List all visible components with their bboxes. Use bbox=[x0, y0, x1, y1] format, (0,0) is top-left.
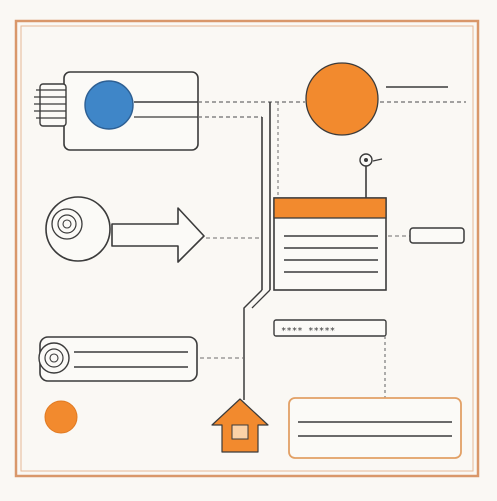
speaker-icon bbox=[38, 342, 70, 374]
text-panel-box bbox=[288, 397, 462, 459]
blue-indicator bbox=[84, 80, 134, 130]
label-field-box bbox=[273, 319, 387, 337]
bus-bend-2 bbox=[251, 289, 271, 309]
text-panel bbox=[288, 397, 462, 459]
arrow-right-icon bbox=[111, 207, 205, 263]
window-side-bar bbox=[409, 227, 465, 244]
speaker-module bbox=[38, 336, 198, 382]
orange-dot bbox=[44, 400, 78, 434]
knob-icon bbox=[45, 196, 111, 262]
outer-frame-inner bbox=[20, 25, 474, 472]
orange-circle bbox=[305, 62, 379, 136]
label-field-text: ∗∗∗∗ ∗∗∗∗∗ bbox=[281, 325, 335, 335]
pin-icon bbox=[359, 153, 383, 198]
house-icon bbox=[211, 398, 269, 453]
window-icon bbox=[273, 197, 387, 291]
bus-bend bbox=[243, 289, 263, 400]
outer-frame bbox=[14, 19, 480, 478]
knob-module bbox=[45, 196, 205, 263]
gear-module bbox=[34, 71, 199, 151]
gear-icon bbox=[34, 83, 67, 127]
window-titlebar bbox=[273, 197, 387, 219]
orange-node bbox=[305, 62, 448, 136]
label-field: ∗∗∗∗ ∗∗∗∗∗ bbox=[273, 319, 387, 337]
